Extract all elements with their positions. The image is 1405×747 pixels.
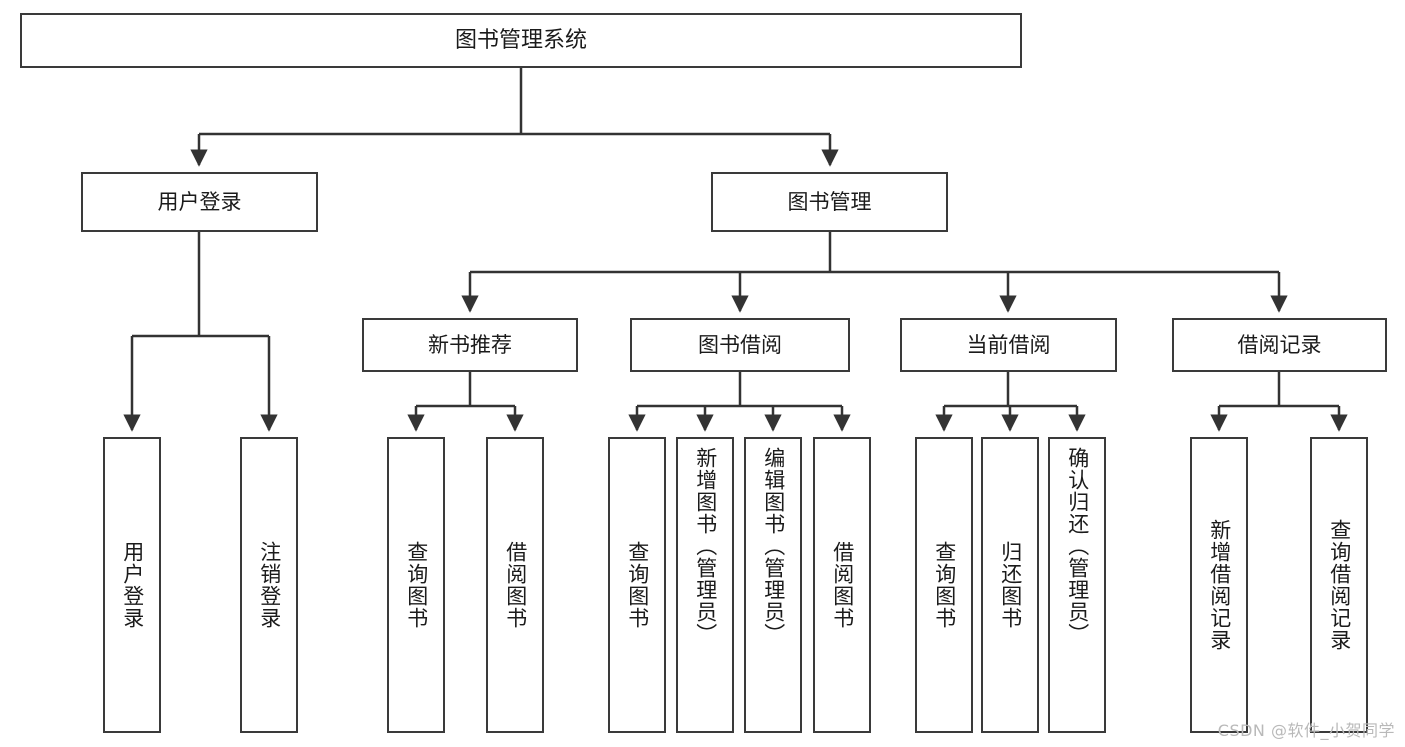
leaf-add-book[interactable]: 新增图书（管理员） — [676, 437, 734, 733]
leaf-query-book-3-label: 查询图书 — [932, 541, 957, 629]
leaf-return-book-label: 归还图书 — [998, 541, 1023, 629]
leaf-add-borrow-record-label: 新增借阅记录 — [1207, 519, 1232, 651]
leaf-borrow-book-1[interactable]: 借阅图书 — [486, 437, 544, 733]
leaf-add-borrow-record[interactable]: 新增借阅记录 — [1190, 437, 1248, 733]
node-borrow-record-label: 借阅记录 — [1237, 332, 1322, 357]
node-new-book-recommend[interactable]: 新书推荐 — [362, 318, 578, 372]
leaf-query-book-1[interactable]: 查询图书 — [387, 437, 445, 733]
node-book-borrow-label: 图书借阅 — [698, 332, 782, 357]
leaf-borrow-book-2-label: 借阅图书 — [830, 541, 855, 629]
leaf-query-book-2[interactable]: 查询图书 — [608, 437, 666, 733]
watermark-text: CSDN @软件_小贺同学 — [1217, 721, 1395, 740]
leaf-borrow-book-1-label: 借阅图书 — [503, 541, 528, 629]
leaf-user-login[interactable]: 用户登录 — [103, 437, 161, 733]
leaf-user-login-label: 用户登录 — [120, 541, 145, 629]
node-book-manage-label: 图书管理 — [787, 189, 872, 214]
leaf-confirm-return[interactable]: 确认归还（管理员） — [1048, 437, 1106, 733]
leaf-edit-book-label: 编辑图书（管理员） — [761, 447, 786, 645]
node-root-label: 图书管理系统 — [454, 27, 587, 53]
node-current-borrow[interactable]: 当前借阅 — [900, 318, 1117, 372]
leaf-user-logout[interactable]: 注销登录 — [240, 437, 298, 733]
leaf-query-borrow-record[interactable]: 查询借阅记录 — [1310, 437, 1368, 733]
node-book-manage[interactable]: 图书管理 — [711, 172, 948, 232]
node-borrow-record[interactable]: 借阅记录 — [1172, 318, 1387, 372]
leaf-query-book-3[interactable]: 查询图书 — [915, 437, 973, 733]
node-user-login[interactable]: 用户登录 — [81, 172, 318, 232]
leaf-confirm-return-label: 确认归还（管理员） — [1065, 447, 1090, 645]
node-root[interactable]: 图书管理系统 — [20, 13, 1022, 68]
leaf-query-book-2-label: 查询图书 — [625, 541, 650, 629]
leaf-borrow-book-2[interactable]: 借阅图书 — [813, 437, 871, 733]
leaf-query-borrow-record-label: 查询借阅记录 — [1327, 519, 1352, 651]
leaf-edit-book[interactable]: 编辑图书（管理员） — [744, 437, 802, 733]
node-new-book-recommend-label: 新书推荐 — [428, 332, 512, 357]
leaf-return-book[interactable]: 归还图书 — [981, 437, 1039, 733]
node-book-borrow[interactable]: 图书借阅 — [630, 318, 850, 372]
leaf-add-book-label: 新增图书（管理员） — [693, 447, 718, 645]
node-user-login-label: 用户登录 — [157, 189, 242, 214]
leaf-user-logout-label: 注销登录 — [257, 541, 282, 629]
node-current-borrow-label: 当前借阅 — [966, 332, 1051, 357]
leaf-query-book-1-label: 查询图书 — [404, 541, 429, 629]
